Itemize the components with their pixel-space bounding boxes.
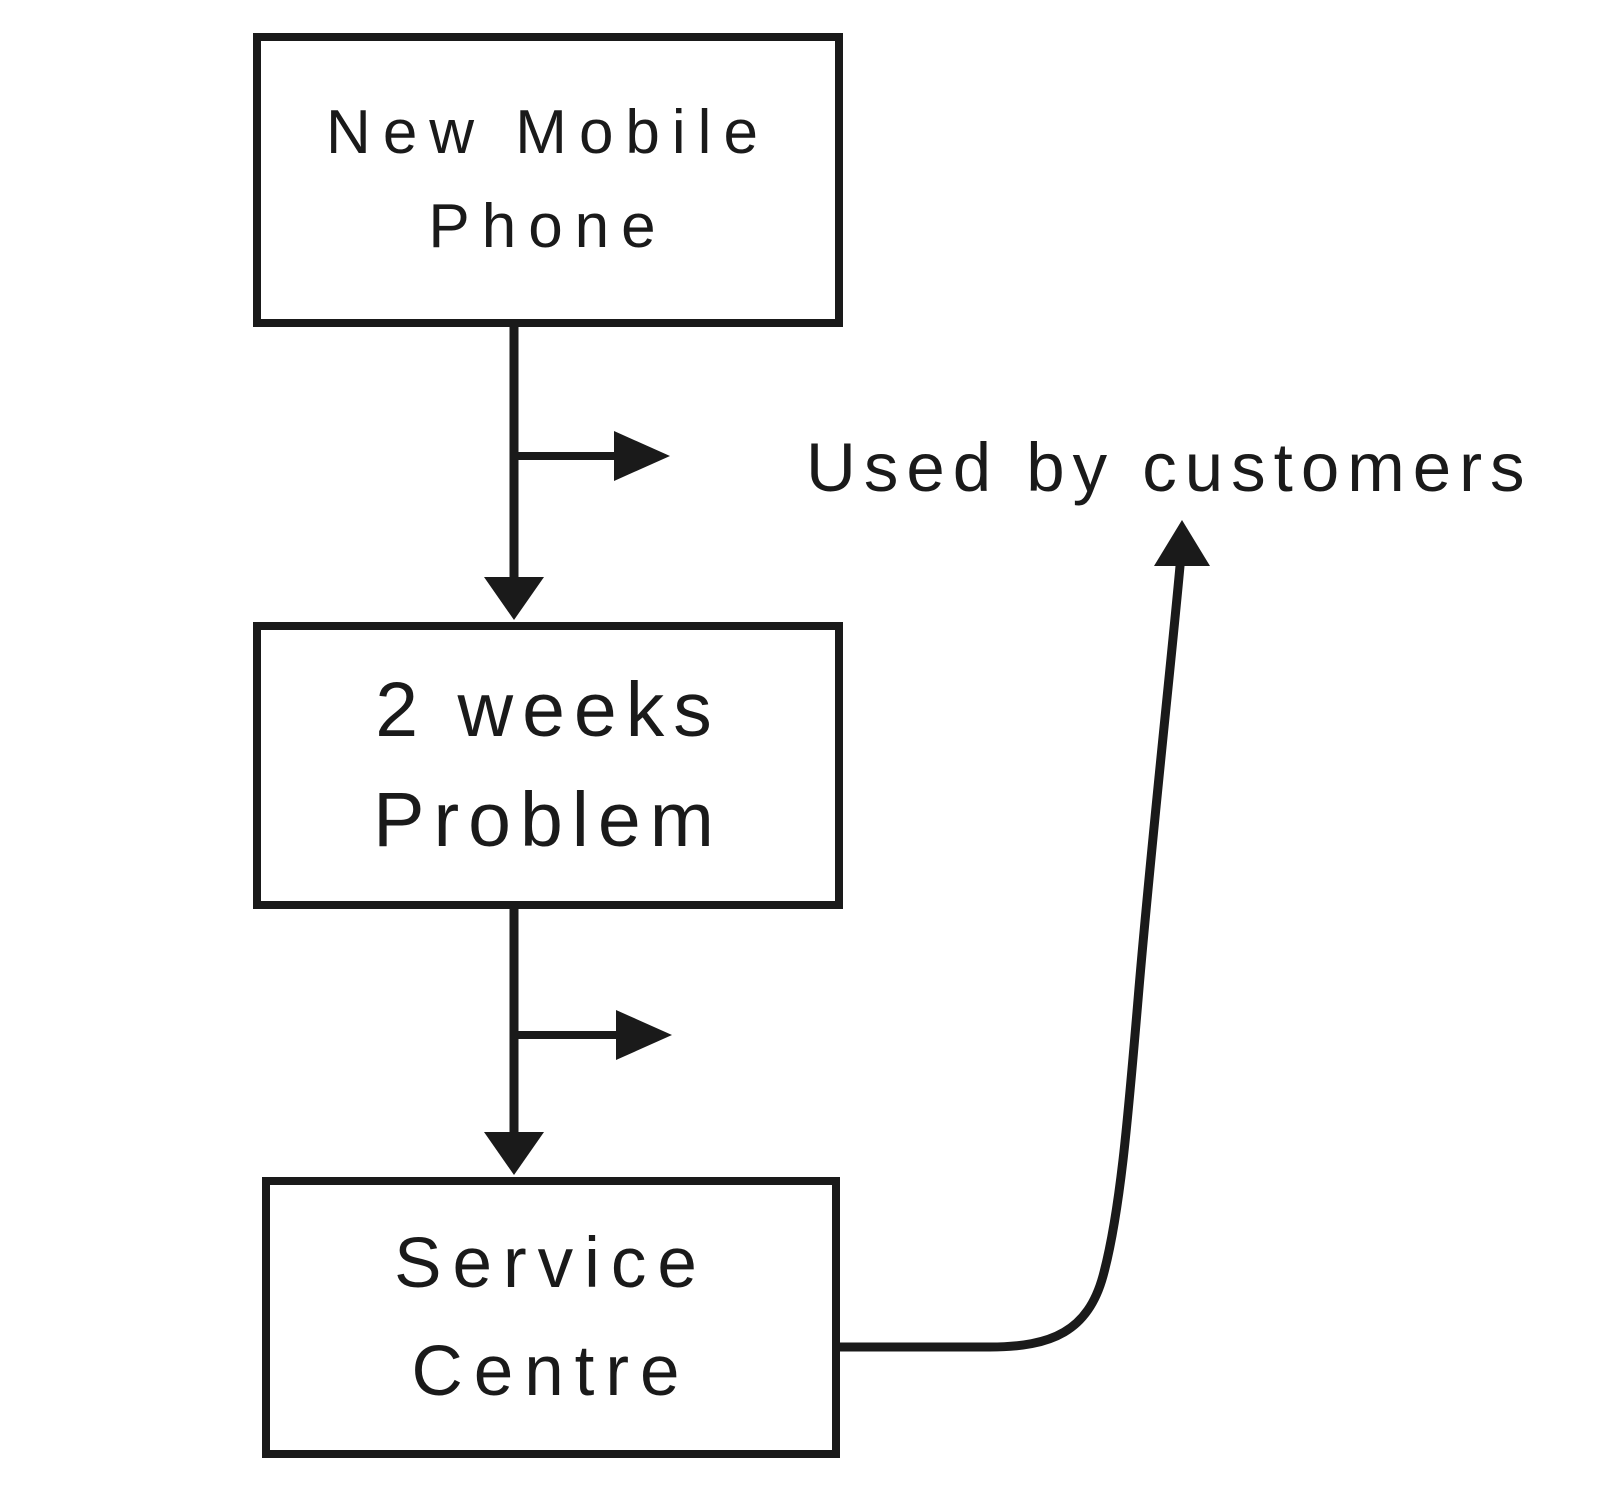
arrowhead-right-icon (614, 431, 670, 481)
arrowhead-right-icon (616, 1010, 672, 1060)
flow-node-two-weeks-problem: 2 weeks Problem (253, 622, 843, 909)
curved-arrow-line-centre-to-customers (833, 561, 1185, 1352)
arrowhead-down-icon (484, 577, 544, 620)
arrowhead-down-icon (484, 1132, 544, 1175)
flow-node-service-centre: Service Centre (262, 1177, 840, 1458)
used-by-customers-label: Used by customers (806, 429, 1533, 506)
flow-node-new-mobile-phone: New Mobile Phone (253, 33, 843, 327)
arrowhead-up-icon (1154, 520, 1210, 566)
